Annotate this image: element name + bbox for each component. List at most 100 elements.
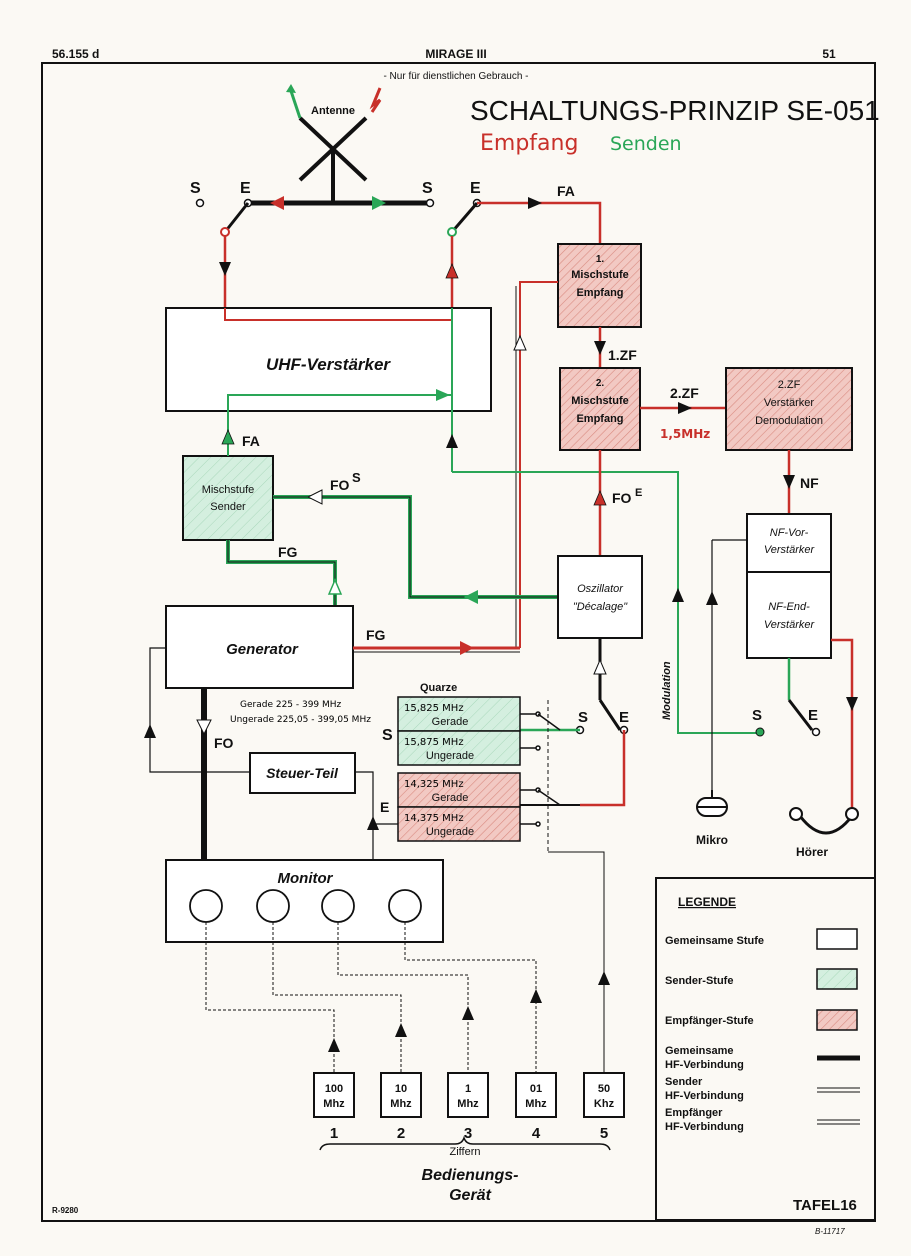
nf-poweramp-line-1: NF-End- — [768, 601, 810, 613]
legend-receiver-hf-1: Empfänger — [665, 1107, 723, 1119]
headphones-icon — [789, 807, 859, 835]
mixer-2-line-3: Empfang — [576, 413, 623, 425]
switch-left-s: S — [190, 180, 201, 197]
digit-1-index: 1 — [330, 1125, 338, 1142]
fa-label-top: FA — [557, 183, 575, 199]
antenna-label: Antenne — [311, 105, 355, 117]
fg-label-right: FG — [366, 627, 386, 643]
legend-receiver-swatch — [816, 1009, 858, 1031]
output-switch-s: S — [752, 707, 762, 724]
legend-receiver-hf-2: HF-Verbindung — [665, 1121, 744, 1133]
digit-4-index: 4 — [532, 1125, 541, 1142]
nf-label: NF — [800, 475, 819, 491]
quartz-send-s: S — [382, 727, 393, 744]
fa-label-sender: FA — [242, 433, 260, 449]
nf-preamp-block — [746, 513, 832, 573]
zf2-amp-line-1: 2.ZF — [778, 379, 801, 391]
mixer-sender-block — [182, 455, 274, 541]
quartz-send-even-label: Gerade — [432, 716, 469, 728]
quartz-note-even: Gerade 225 - 399 MHz — [240, 700, 342, 710]
quartz-send-group: 15,825 MHz Gerade 15,875 MHz Ungerade — [397, 696, 521, 766]
footer-left-code: R-9280 — [52, 1206, 79, 1215]
legend-title: LEGENDE — [678, 895, 736, 909]
subtitle-receive: Empfang — [480, 131, 578, 156]
digit-5-unit: Khz — [594, 1098, 615, 1110]
modulation-label: Modulation — [661, 661, 673, 720]
digit-4-unit: Mhz — [525, 1098, 547, 1110]
doc-number: 56.155 d — [52, 47, 99, 61]
oscillator-line-2: "Décalage" — [573, 601, 628, 613]
quartz-recv-odd-freq: 14,375 MHz — [404, 813, 464, 824]
mixer-2-line-1: 2. — [596, 378, 605, 389]
legend-common-hf-2: HF-Verbindung — [665, 1059, 744, 1071]
oscillator-block — [557, 555, 643, 639]
headphones-label: Hörer — [796, 845, 828, 859]
tafel-label: TAFEL16 — [793, 1197, 857, 1214]
subtitle-send: Senden — [610, 133, 682, 155]
switch-left-e: E — [240, 180, 251, 197]
oscillator-line-1: Oszillator — [577, 583, 624, 595]
mixer-sender-line-1: Mischstufe — [202, 484, 255, 496]
quartz-switch-e: E — [619, 709, 629, 726]
fo-label: FO — [214, 735, 234, 751]
zf2-frequency: 1,5MHz — [660, 427, 710, 441]
quartz-recv-even-label: Gerade — [432, 792, 469, 804]
microphone-icon — [696, 790, 728, 817]
control-unit-label: Steuer-Teil — [266, 765, 339, 781]
quartz-title: Quarze — [420, 682, 457, 694]
quartz-note-odd: Ungerade 225,05 - 399,05 MHz — [230, 715, 371, 725]
quartz-recv-even-freq: 14,325 MHz — [404, 779, 464, 790]
output-switch: S E — [752, 658, 821, 737]
switch-left: S E — [190, 180, 253, 237]
legend-common-hf-1: Gemeinsame — [665, 1045, 733, 1057]
zf2-amp-line-3: Demodulation — [755, 415, 823, 427]
fo-e-sup: E — [635, 487, 642, 499]
nf-preamp-line-1: NF-Vor- — [770, 527, 809, 539]
digit-3-index: 3 — [464, 1125, 472, 1142]
digit-2-index: 2 — [397, 1125, 405, 1142]
fo-s-sup: S — [352, 470, 361, 485]
quartz-send-odd-freq: 15,875 MHz — [404, 737, 464, 748]
digit-3-unit: Mhz — [457, 1098, 479, 1110]
switch-right-e: E — [470, 180, 481, 197]
legend-sender-swatch — [816, 968, 858, 990]
quartz-send-even-freq: 15,825 MHz — [404, 703, 464, 714]
legend-sender-hf-2: HF-Verbindung — [665, 1090, 744, 1102]
nf-poweramp-line-2: Verstärker — [764, 619, 816, 631]
legend-sender-stage: Sender-Stufe — [665, 975, 733, 987]
digit-1-value: 100 — [325, 1083, 343, 1095]
page-title: SCHALTUNGS-PRINZIP SE-051 — [470, 95, 880, 126]
microphone-label: Mikro — [696, 833, 728, 847]
footer-right-code: B-11717 — [815, 1227, 845, 1236]
digit-2-value: 10 — [395, 1083, 407, 1095]
fo-s-label: FO — [330, 477, 350, 493]
mixer-2-receive-block — [559, 367, 641, 451]
zf2-amp-line-2: Verstärker — [764, 397, 814, 409]
switch-right-s: S — [422, 180, 433, 197]
quartz-switch: S E — [575, 699, 629, 735]
mixer-sender-line-2: Sender — [210, 501, 246, 513]
quartz-receive-group: 14,325 MHz Gerade 14,375 MHz Ungerade — [397, 772, 521, 842]
digit-2-unit: Mhz — [390, 1098, 412, 1110]
digit-4-value: 01 — [530, 1083, 542, 1095]
restriction-note: - Nur für dienstlichen Gebrauch - — [383, 71, 528, 82]
control-e-label: E — [380, 799, 389, 815]
zf2-label: 2.ZF — [670, 385, 699, 401]
aircraft-name: MIRAGE III — [425, 47, 486, 61]
page-number: 51 — [822, 47, 836, 61]
switch-right: S E — [422, 180, 482, 237]
uhf-amplifier-label: UHF-Verstärker — [266, 355, 391, 374]
digit-1-unit: Mhz — [323, 1098, 345, 1110]
mixer-2-line-2: Mischstufe — [571, 395, 628, 407]
digit-box-5: 50 Khz 5 — [583, 1072, 625, 1142]
legend-sender-hf-1: Sender — [665, 1076, 703, 1088]
nf-poweramp-block — [746, 571, 832, 659]
antenna: Antenne — [286, 84, 382, 205]
digit-5-value: 50 — [598, 1083, 610, 1095]
zf1-label: 1.ZF — [608, 347, 637, 363]
quartz-switch-s: S — [578, 709, 588, 726]
fg-label-left: FG — [278, 544, 298, 560]
legend-box — [655, 877, 876, 1221]
fo-e-label: FO — [612, 490, 632, 506]
